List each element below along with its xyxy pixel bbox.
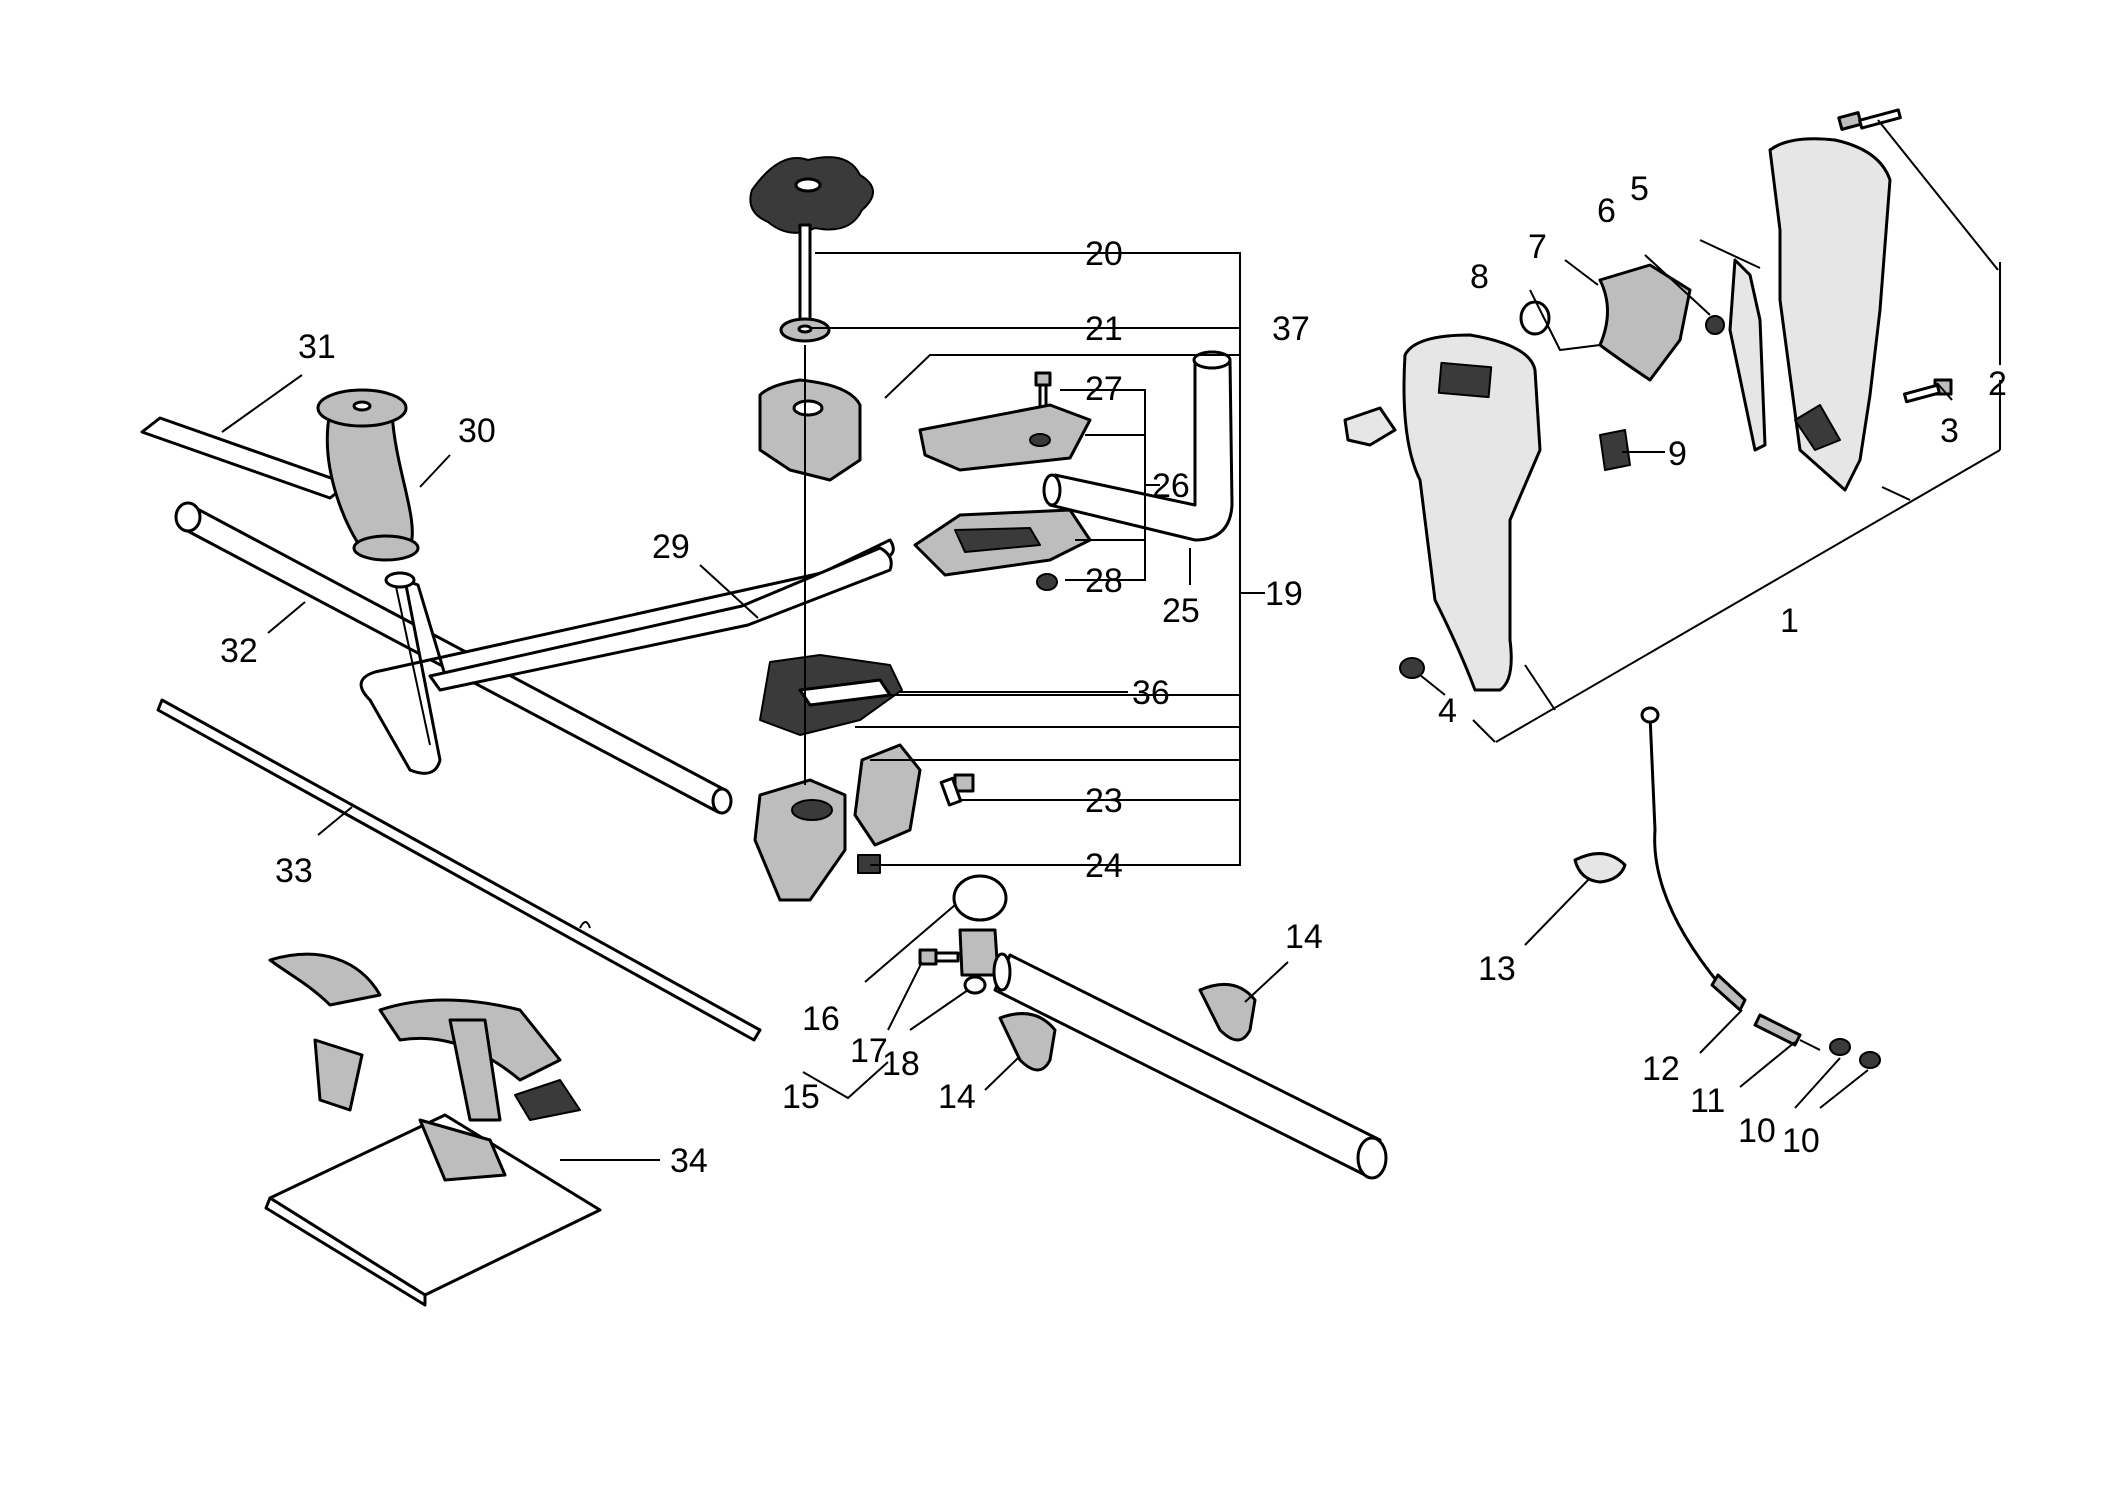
- callout-17: 17: [850, 1032, 888, 1070]
- part-33-drive-shaft: [156, 698, 762, 1042]
- part-main-tube: [992, 952, 1388, 1180]
- callout-4: 4: [1438, 692, 1457, 730]
- part-3-screw: [1902, 378, 1953, 404]
- callout-2: 2: [1988, 365, 2007, 403]
- part-clamp-cap: [758, 378, 862, 482]
- callout-12: 12: [1642, 1050, 1680, 1088]
- callout-10b: 10: [1782, 1122, 1820, 1160]
- part-31-grip-tape: [140, 416, 350, 500]
- part-lower-clamp-half: [913, 508, 1092, 577]
- callout-10a: 10: [1738, 1112, 1776, 1150]
- part-14-clip-left: [998, 1012, 1057, 1072]
- part-9-switch: [1599, 429, 1631, 471]
- part-21-washer: [779, 317, 831, 343]
- part-10-nut-b: [1859, 1051, 1881, 1069]
- part-10-nut-a: [1829, 1038, 1851, 1056]
- callout-36: 36: [1132, 674, 1170, 712]
- part-20-knob: [749, 156, 874, 322]
- callout-37: 37: [1272, 310, 1310, 348]
- callout-1: 1: [1780, 602, 1799, 640]
- callout-19: 19: [1265, 575, 1303, 613]
- part-upper-clamp-half: [918, 403, 1092, 472]
- callout-26: 26: [1152, 467, 1190, 505]
- callout-13: 13: [1478, 950, 1516, 988]
- callout-23: 23: [1085, 782, 1123, 820]
- part-6-spring: [1705, 315, 1725, 335]
- part-12-throttle-cable: [1640, 706, 1747, 1012]
- callout-11: 11: [1690, 1082, 1725, 1120]
- callout-30: 30: [458, 412, 496, 450]
- part-36-clamp-base: [759, 654, 903, 736]
- part-lower-clamp-block: [753, 778, 847, 902]
- callout-18: 18: [882, 1045, 920, 1083]
- callout-31: 31: [298, 328, 336, 366]
- part-29-loop-handle: [359, 538, 895, 775]
- callout-8: 8: [1470, 258, 1489, 296]
- part-handle-housing: [1768, 137, 1892, 492]
- callout-27: 27: [1085, 370, 1123, 408]
- part-11-cable-end: [1753, 1013, 1821, 1051]
- part-16-ring: [952, 874, 1008, 977]
- part-4-nut: [1399, 657, 1425, 679]
- callout-7: 7: [1528, 228, 1547, 266]
- part-13-clip: [1573, 852, 1627, 884]
- part-30-grip: [316, 388, 420, 562]
- callout-14a: 14: [1285, 918, 1323, 956]
- callout-3: 3: [1940, 412, 1959, 450]
- callout-25: 25: [1162, 592, 1200, 630]
- part-18-nut: [963, 975, 987, 995]
- callout-33: 33: [275, 852, 313, 890]
- part-7-lock-lever: [1598, 263, 1692, 382]
- callout-15: 15: [782, 1078, 820, 1116]
- part-17-screw: [918, 948, 960, 966]
- part-14-clip-right: [1198, 982, 1257, 1042]
- callout-5: 5: [1630, 170, 1649, 208]
- callout-32: 32: [220, 632, 258, 670]
- leader-lines: [221, 119, 2001, 1161]
- callout-labels: 1 2 3 4 5 6 7 8 9 10 10 11 12 13 14 14 1…: [220, 170, 2007, 1180]
- callout-9: 9: [1668, 435, 1687, 473]
- part-34-harness: [264, 952, 602, 1307]
- callout-20: 20: [1085, 235, 1123, 273]
- callout-6: 6: [1597, 192, 1616, 230]
- part-23-bolt: [939, 773, 975, 807]
- callout-16: 16: [802, 1000, 840, 1038]
- part-clamp-insert: [853, 743, 922, 847]
- part-1-handle-grip: [1402, 333, 1542, 692]
- part-27-screw: [1034, 371, 1052, 409]
- part-37-cap: [1343, 406, 1397, 447]
- part-5-throttle-lever: [1728, 258, 1767, 452]
- callout-21: 21: [1085, 310, 1123, 348]
- callout-14b: 14: [938, 1078, 976, 1116]
- part-28-nut: [1036, 573, 1058, 591]
- part-2-screw: [1837, 108, 1902, 131]
- callout-29: 29: [652, 528, 690, 566]
- callout-24: 24: [1085, 847, 1123, 885]
- callout-28: 28: [1085, 562, 1123, 600]
- callout-34: 34: [670, 1142, 708, 1180]
